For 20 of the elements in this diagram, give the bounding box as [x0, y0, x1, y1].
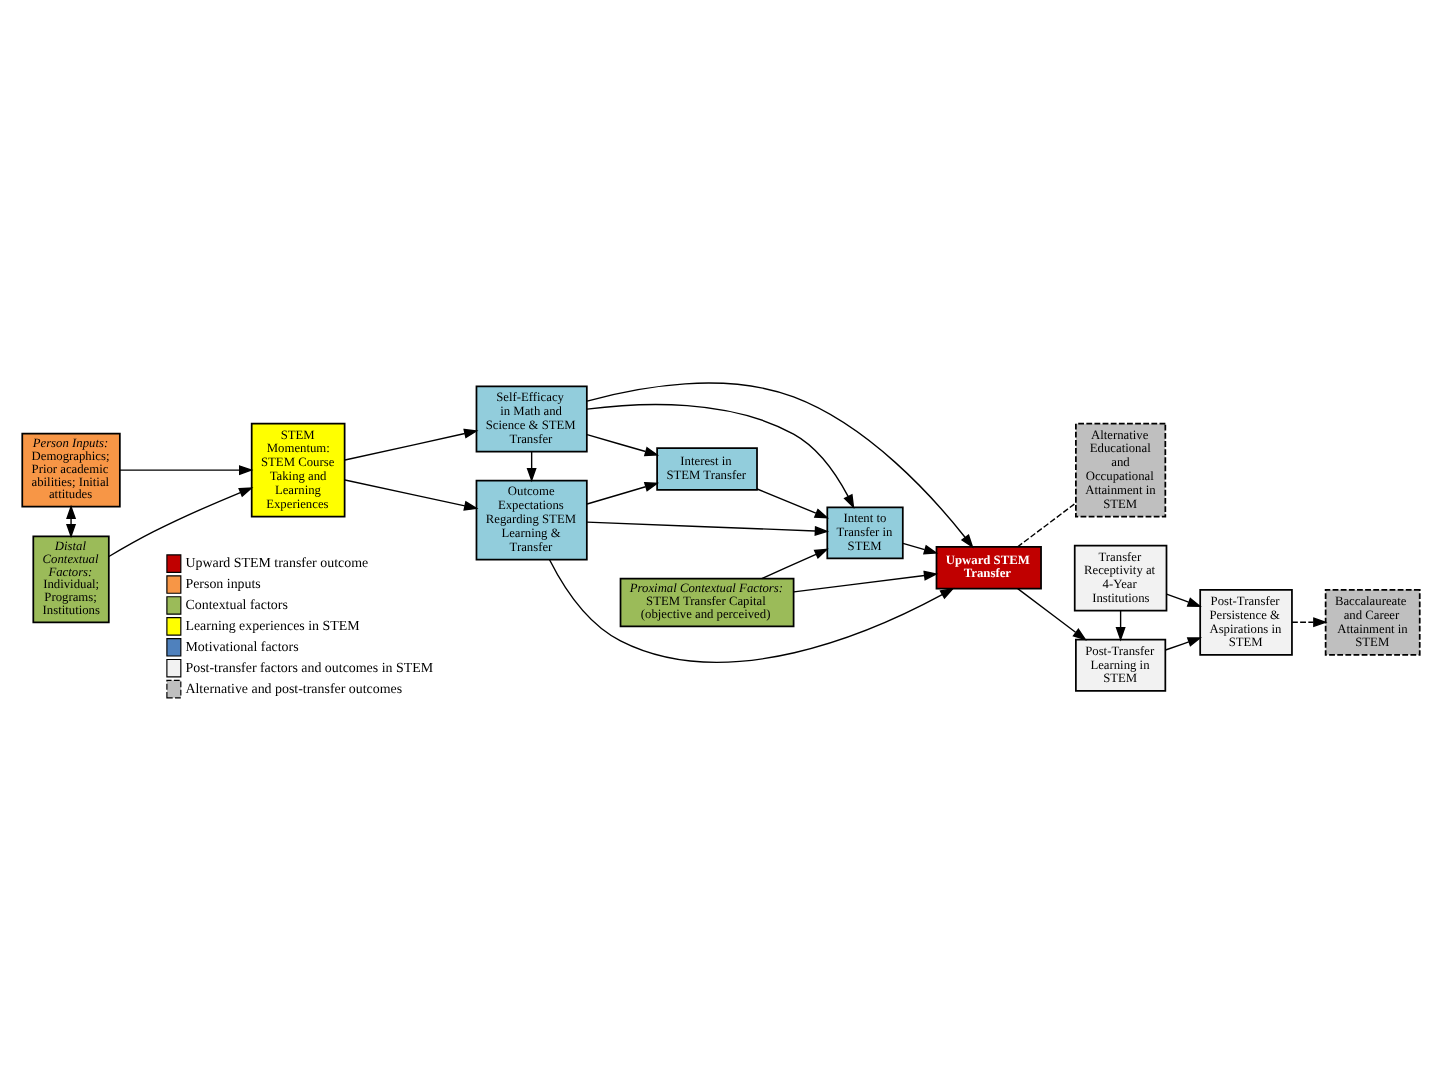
arrow: [548, 558, 955, 662]
arrow: [793, 569, 939, 592]
arrow: [1164, 636, 1203, 650]
arrow: [586, 481, 660, 504]
arrow: [586, 520, 830, 535]
arrow: [761, 547, 829, 579]
arrow: [108, 486, 254, 557]
arrow: [66, 503, 77, 538]
arrow: [344, 427, 479, 460]
arrow: [902, 541, 939, 554]
arrow: [1291, 616, 1328, 627]
arrow: [344, 478, 479, 510]
arrow: [1017, 586, 1087, 640]
connector: [1017, 501, 1077, 547]
arrow: [586, 402, 855, 509]
arrow: [756, 487, 830, 518]
arrow: [1165, 592, 1202, 606]
arrow: [586, 433, 660, 456]
arrow: [119, 464, 254, 475]
arrow: [586, 381, 974, 548]
